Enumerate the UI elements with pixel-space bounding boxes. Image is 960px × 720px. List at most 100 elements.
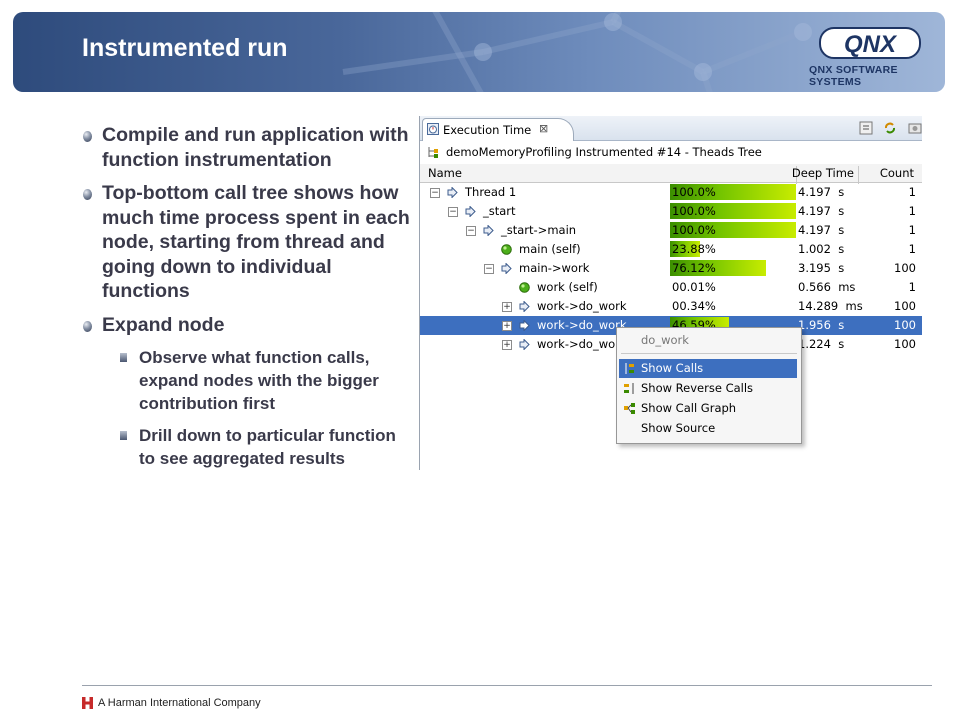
tree-row-name: _start	[483, 204, 516, 218]
collapse-toggle-icon[interactable]: −	[430, 188, 440, 198]
expand-toggle-icon[interactable]: +	[502, 340, 512, 350]
tree-row-name: _start->main	[501, 223, 577, 237]
time-percent-label: 00.01%	[672, 280, 716, 294]
footer-divider	[82, 685, 932, 686]
count-value: 1	[908, 242, 916, 256]
bullet-dot-icon	[83, 320, 92, 332]
reverse-calls-icon	[624, 383, 634, 394]
bullet-item: Expand node	[82, 313, 412, 338]
tree-row[interactable]: + work->do_wo 1.224 s 100	[420, 335, 922, 354]
bullet-dot-icon	[83, 189, 92, 200]
sub-bullet-square-icon	[120, 431, 127, 440]
expand-toggle-icon[interactable]: +	[502, 321, 512, 331]
close-tab-icon[interactable]: ⊠	[539, 122, 549, 135]
node-arrow-icon	[519, 339, 530, 350]
bullet-dot-icon	[83, 131, 92, 142]
time-percent-bar	[670, 184, 796, 200]
menu-item-show-reverse-calls[interactable]: Show Reverse Calls	[619, 379, 797, 398]
tree-row[interactable]: − Thread 1 100.0% 4.197 s 1	[420, 183, 922, 202]
deep-time-value: 3.195 s	[798, 261, 845, 275]
time-percent-label: 00.34%	[672, 299, 716, 313]
network-background-graphic	[342, 12, 812, 92]
menu-item-show-calls[interactable]: Show Calls	[619, 359, 797, 378]
deep-time-value: 4.197 s	[798, 185, 845, 199]
tree-row-name: main->work	[519, 261, 590, 275]
deep-time-value: 14.289 ms	[798, 299, 863, 313]
count-value: 1	[908, 280, 916, 294]
count-value: 100	[894, 261, 916, 275]
time-percent-label: 23.88%	[672, 242, 716, 256]
count-value: 100	[894, 299, 916, 313]
bullet-item: Top-bottom call tree shows how much time…	[82, 181, 412, 304]
column-header-deep-time[interactable]: Deep Time	[791, 166, 854, 180]
tree-row-name: work (self)	[537, 280, 598, 294]
context-menu-header: do_work	[641, 333, 689, 347]
logo-text: QNX	[844, 31, 898, 58]
deep-time-value: 1.224 s	[798, 337, 845, 351]
view-toolbar	[852, 121, 922, 138]
tree-row[interactable]: work (self) 00.01% 0.566 ms 1	[420, 278, 922, 297]
count-value: 100	[894, 337, 916, 351]
refresh-icon[interactable]	[883, 121, 897, 135]
qnx-logo: QNX QNX SOFTWARE SYSTEMS	[809, 26, 929, 88]
column-header-count[interactable]: Count	[879, 166, 914, 180]
node-arrow-icon	[465, 206, 476, 217]
panel-left-border	[419, 116, 420, 470]
header-banner: Instrumented run QNX QNX SOFTWARE SYSTEM…	[13, 12, 945, 92]
call-graph-icon	[624, 403, 635, 414]
column-header-name[interactable]: Name	[428, 166, 462, 180]
footer-text: A Harman International Company	[98, 697, 261, 709]
collapse-all-icon[interactable]	[859, 121, 873, 135]
time-percent-bar	[670, 260, 766, 276]
bullet-list: Compile and run application with functio…	[82, 123, 412, 479]
time-percent-label: 76.12%	[672, 261, 716, 275]
view-menu-icon[interactable]	[908, 121, 922, 135]
tab-execution-time[interactable]: Execution Time ⊠	[422, 118, 574, 141]
collapse-toggle-icon[interactable]: −	[448, 207, 458, 217]
menu-item-show-call-graph[interactable]: Show Call Graph	[619, 399, 797, 418]
deep-time-value: 0.566 ms	[798, 280, 856, 294]
time-percent-bar	[670, 203, 796, 219]
count-value: 100	[894, 318, 916, 332]
sub-bullet-item: Drill down to particular function to see…	[82, 424, 412, 470]
menu-separator	[621, 353, 797, 354]
harman-logo-icon	[82, 697, 93, 709]
logo-subtitle: QNX SOFTWARE SYSTEMS	[809, 64, 898, 88]
node-arrow-icon	[519, 301, 530, 312]
tree-row-name: work->do_wo	[537, 337, 616, 351]
count-value: 1	[908, 204, 916, 218]
bullet-item: Compile and run application with functio…	[82, 123, 412, 172]
tree-row[interactable]: − main->work 76.12% 3.195 s 100	[420, 259, 922, 278]
expand-toggle-icon[interactable]: +	[502, 302, 512, 312]
deep-time-value: 1.002 s	[798, 242, 845, 256]
execution-time-view: Execution Time ⊠ demoMemoryProfiling Ins…	[420, 116, 922, 470]
view-tab-bar: Execution Time ⊠	[420, 116, 922, 141]
tree-view-icon	[428, 147, 438, 158]
tree-table-header: Name Deep Time Count	[420, 164, 922, 184]
time-percent-label: 100.0%	[672, 185, 716, 199]
menu-item-show-source[interactable]: Show Source	[641, 421, 716, 435]
deep-time-value: 1.956 s	[798, 318, 845, 332]
deep-time-value: 4.197 s	[798, 223, 845, 237]
count-value: 1	[908, 185, 916, 199]
context-menu: do_work Show Calls Show Reverse Calls Sh…	[616, 327, 802, 444]
tree-row-name: work->do_work	[537, 318, 627, 332]
collapse-toggle-icon[interactable]: −	[466, 226, 476, 236]
column-separator	[796, 166, 797, 184]
node-arrow-icon	[519, 320, 530, 331]
tree-row-name: Thread 1	[465, 185, 517, 199]
thread-arrow-icon	[447, 187, 458, 198]
collapse-toggle-icon[interactable]: −	[484, 264, 494, 274]
time-percent-bar	[670, 241, 700, 257]
tab-label: Execution Time	[443, 123, 532, 137]
breadcrumb-text: demoMemoryProfiling Instrumented #14 - T…	[446, 145, 762, 159]
time-percent-bar	[670, 222, 796, 238]
sub-bullet-square-icon	[120, 353, 127, 362]
node-arrow-icon	[483, 225, 494, 236]
page-title: Instrumented run	[82, 34, 288, 62]
node-arrow-icon	[501, 263, 512, 274]
